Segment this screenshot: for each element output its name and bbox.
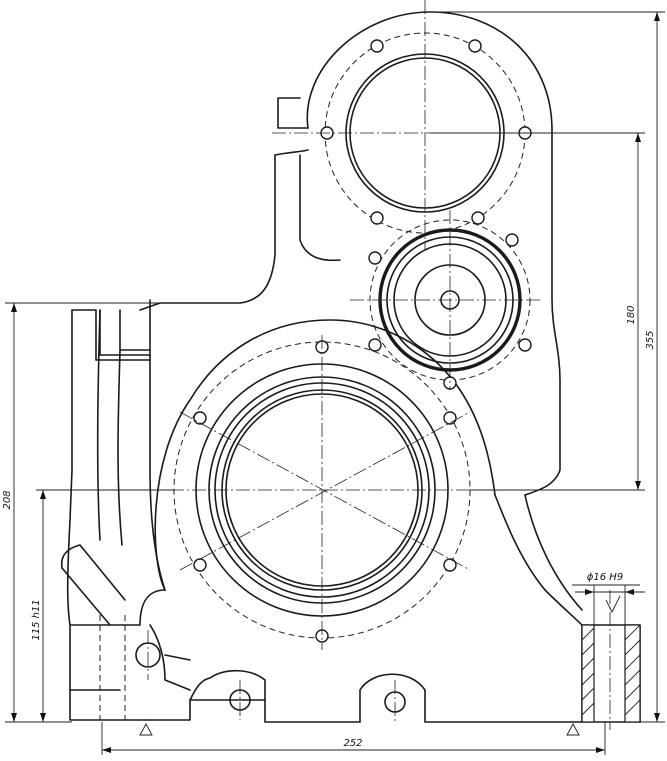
- bolt-hole: [368, 338, 382, 352]
- dim-252: 252: [343, 738, 362, 749]
- bolt-hole: [370, 39, 384, 53]
- dim-bore-16: ϕ16 H9: [587, 572, 623, 583]
- bolt-hole: [505, 233, 519, 247]
- bolt-hole: [193, 558, 207, 572]
- dim-180: 180: [626, 305, 637, 324]
- bolt-hole: [518, 338, 532, 352]
- bolt-hole: [368, 251, 382, 265]
- dim-355: 355: [645, 330, 656, 349]
- bolt-hole: [370, 211, 384, 225]
- center-lines: [147, 0, 560, 722]
- bolt-hole: [443, 411, 457, 425]
- sectioned-foot: [581, 590, 641, 730]
- dimension-lines: [5, 11, 665, 755]
- dim-115-h11: 115 h11: [31, 599, 42, 640]
- bolt-hole: [443, 558, 457, 572]
- bolt-hole: [471, 211, 485, 225]
- dim-208: 208: [2, 490, 13, 509]
- dimension-labels: 252 355 180 208 115 h11 ϕ16 H9: [2, 305, 656, 749]
- bolt-hole: [193, 411, 207, 425]
- bolt-hole: [468, 39, 482, 53]
